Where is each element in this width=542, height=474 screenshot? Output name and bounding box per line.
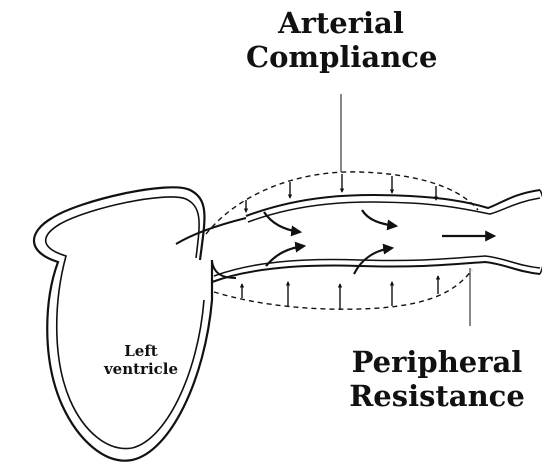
aorta-upper-wall-inner [248,198,540,222]
peripheral-resistance-line-2: Resistance [342,379,532,413]
peripheral-resistance-line-1: Peripheral [342,345,532,379]
arterial-compliance-line-1: Arterial [246,6,436,40]
ventricle-outer-wall [34,187,212,460]
arterial-compliance-label: Arterial Compliance [246,6,436,74]
peripheral-resistance-label: Peripheral Resistance [342,345,532,413]
arterial-compliance-line-2: Compliance [246,40,436,74]
left-ventricle-line-2: ventricle [101,360,181,378]
valve-leaflet-upper [176,218,246,244]
left-ventricle-line-1: Left [101,342,181,360]
left-ventricle-label: Left ventricle [101,342,181,378]
ventricle-inner-wall [46,197,204,449]
distended-wall-lower [214,270,472,309]
